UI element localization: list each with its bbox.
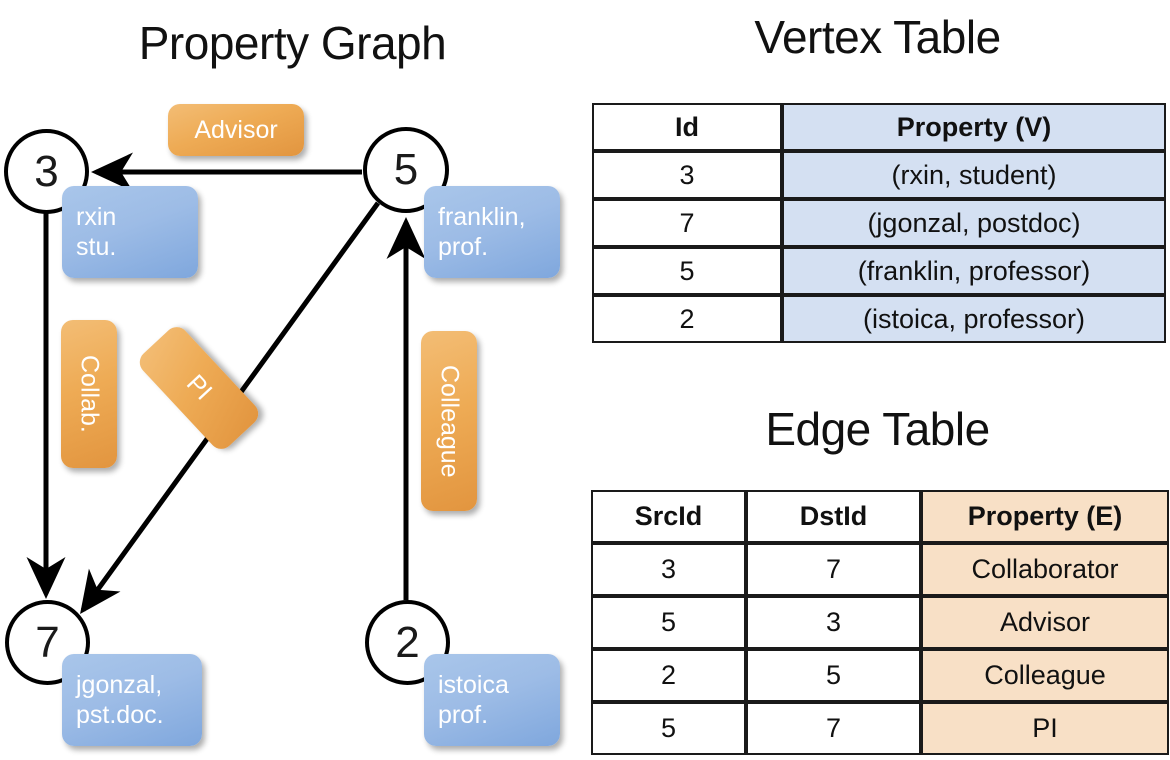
vertex-table: Id Property (V) 3 (rxin, student) 7 (jgo… xyxy=(592,103,1166,343)
table-row[interactable]: 3 (rxin, student) xyxy=(592,151,1166,199)
edge-table-cell-property: Advisor xyxy=(921,596,1169,649)
vertex-property-box-2-line-2: prof. xyxy=(438,701,489,729)
page-title-property-graph: Property Graph xyxy=(138,17,447,69)
graph-node-7-label: 7 xyxy=(35,617,60,667)
table-row[interactable]: 5 (franklin, professor) xyxy=(592,247,1166,295)
edge-table-cell-srcid: 3 xyxy=(591,543,746,596)
vertex-property-box-3-line-2: stu. xyxy=(76,233,117,261)
page-title-vertex-table: Vertex Table xyxy=(754,11,1001,63)
edge-table-header-property: Property (E) xyxy=(921,490,1169,543)
vertex-property-box-7-line-2: pst.doc. xyxy=(76,701,164,729)
vertex-property-box-3-line-1: rxin xyxy=(76,203,117,231)
edge-label-colleague-text: Colleague xyxy=(435,364,464,478)
edge-table-header-dstid: DstId xyxy=(746,490,921,543)
table-row[interactable]: 3 7 Collaborator xyxy=(591,543,1169,596)
graph-node-5[interactable]: 5 xyxy=(363,127,449,213)
edge-label-pi-text: PI xyxy=(181,369,218,406)
vertex-table-header-row: Id Property (V) xyxy=(592,103,1166,151)
table-row[interactable]: 5 3 Advisor xyxy=(591,596,1169,649)
vertex-property-box-7-line-1: jgonzal, xyxy=(76,671,163,699)
edge-label-advisor-text: Advisor xyxy=(194,115,278,144)
edge-table-cell-srcid: 2 xyxy=(591,649,746,702)
edge-table-header-row: SrcId DstId Property (E) xyxy=(591,490,1169,543)
edge-table-cell-property: Colleague xyxy=(921,649,1169,702)
vertex-property-box-5-line-2: prof. xyxy=(438,233,489,261)
vertex-property-box-3: rxin stu. xyxy=(62,186,198,278)
vertex-table-header-property: Property (V) xyxy=(782,103,1166,151)
edge-table-cell-srcid: 5 xyxy=(591,702,746,755)
vertex-table-cell-property: (rxin, student) xyxy=(782,151,1166,199)
vertex-table-cell-id: 3 xyxy=(592,151,782,199)
vertex-table-cell-property: (franklin, professor) xyxy=(782,247,1166,295)
edge-table-cell-dstid: 5 xyxy=(746,649,921,702)
table-row[interactable]: 2 (istoica, professor) xyxy=(592,295,1166,343)
vertex-table-header-id: Id xyxy=(592,103,782,151)
page-title-edge-table: Edge Table xyxy=(765,403,990,455)
vertex-property-box-5-line-1: franklin, xyxy=(438,203,526,231)
vertex-property-box-7: jgonzal, pst.doc. xyxy=(62,654,202,746)
vertex-table-cell-property: (jgonzal, postdoc) xyxy=(782,199,1166,247)
table-row[interactable]: 2 5 Colleague xyxy=(591,649,1169,702)
edge-table-cell-property: Collaborator xyxy=(921,543,1169,596)
edge-label-advisor: Advisor xyxy=(168,104,304,156)
edge-label-colleague: Colleague xyxy=(421,331,477,511)
vertex-property-box-5: franklin, prof. xyxy=(424,186,560,278)
property-graph-diagram: 3 5 7 2 rxin stu. franklin, prof. jgonza… xyxy=(4,104,560,746)
graph-node-2-label: 2 xyxy=(395,617,420,667)
graph-node-5-label: 5 xyxy=(393,145,419,194)
edge-table-cell-srcid: 5 xyxy=(591,596,746,649)
vertex-table-cell-id: 5 xyxy=(592,247,782,295)
graph-node-2[interactable]: 2 xyxy=(365,600,450,685)
vertex-table-cell-id: 7 xyxy=(592,199,782,247)
edge-table-cell-property: PI xyxy=(921,702,1169,755)
edge-table-cell-dstid: 7 xyxy=(746,702,921,755)
edge-label-collab: Collab. xyxy=(61,320,117,468)
edge-label-collab-text: Collab. xyxy=(75,355,104,433)
edge-table-cell-dstid: 7 xyxy=(746,543,921,596)
edge-table-header-srcid: SrcId xyxy=(591,490,746,543)
vertex-property-box-2-line-1: istoica xyxy=(438,671,509,699)
vertex-table-cell-property: (istoica, professor) xyxy=(782,295,1166,343)
table-row[interactable]: 7 (jgonzal, postdoc) xyxy=(592,199,1166,247)
vertex-table-cell-id: 2 xyxy=(592,295,782,343)
edge-table: SrcId DstId Property (E) 3 7 Collaborato… xyxy=(591,490,1169,755)
table-row[interactable]: 5 7 PI xyxy=(591,702,1169,755)
edge-table-cell-dstid: 3 xyxy=(746,596,921,649)
vertex-property-box-2: istoica prof. xyxy=(424,654,560,746)
graph-node-3-label: 3 xyxy=(34,146,59,196)
